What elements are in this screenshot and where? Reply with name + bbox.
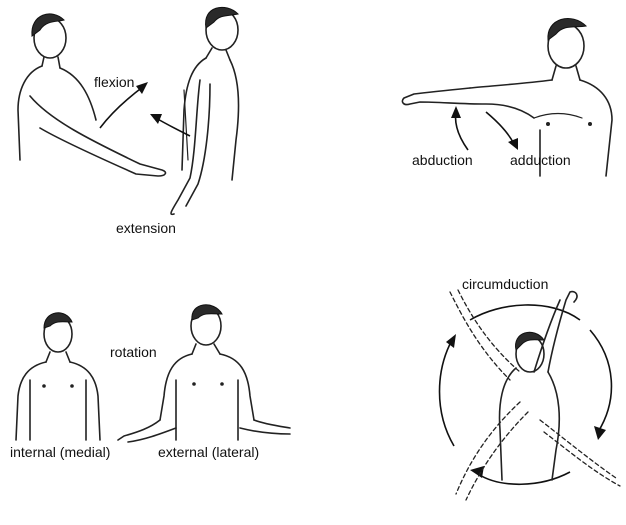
adduction-label: adduction xyxy=(510,152,571,168)
abduction-label: abduction xyxy=(412,152,473,168)
internal-rotation-label: internal (medial) xyxy=(10,444,110,460)
rotation-label: rotation xyxy=(110,344,157,360)
flexion-label: flexion xyxy=(94,74,134,90)
extension-label: extension xyxy=(116,220,176,236)
circumduction-label: circumduction xyxy=(462,276,548,292)
external-rotation-label: external (lateral) xyxy=(158,444,259,460)
